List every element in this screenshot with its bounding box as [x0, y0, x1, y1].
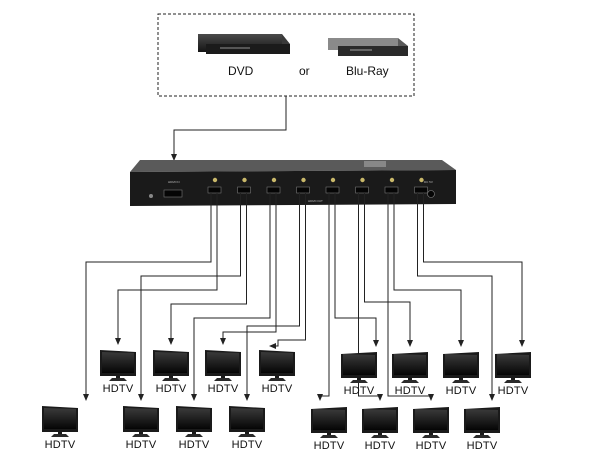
hdtv-display — [495, 352, 531, 383]
hdtv-display — [205, 350, 241, 381]
hdmi-cable — [423, 193, 525, 347]
hdtv-display — [229, 406, 265, 437]
hdmi-cable — [269, 193, 306, 349]
hdtv-display — [311, 407, 347, 438]
hdtv-label: HDTV — [415, 440, 447, 452]
input-cable — [171, 96, 287, 161]
hdtv-label: HDTV — [125, 439, 157, 451]
bluray-label: Blu-Ray — [346, 64, 389, 78]
hdtv-label: HDTV — [445, 385, 477, 397]
output-ports — [207, 177, 428, 194]
hdtv-label: HDTV — [44, 439, 76, 451]
hdtv-label: HDTV — [313, 440, 345, 452]
hdmi-cable — [334, 193, 379, 347]
hdmi-out-port — [325, 177, 340, 194]
hdtv-label: HDTV — [178, 439, 210, 451]
hdmi-cable — [220, 193, 277, 345]
hdmi-in-label: HDMI IN — [168, 180, 180, 184]
hdtv-display — [100, 350, 136, 381]
hdmi-cable — [387, 193, 434, 401]
hdtv-label: HDTV — [466, 440, 498, 452]
hdmi-out-port — [207, 177, 222, 194]
hdmi-cable — [358, 193, 383, 401]
hdtv-label: HDTV — [343, 385, 375, 397]
hdmi-out-label: HDMI OUT — [308, 199, 323, 203]
hdtv-display — [362, 407, 398, 438]
hdtv-display — [123, 406, 159, 437]
output-cables — [83, 193, 525, 401]
power-label: DC 5V — [424, 180, 433, 184]
hdtv-display — [176, 406, 212, 437]
hdtv-label: HDTV — [364, 440, 396, 452]
or-label: or — [299, 64, 310, 78]
hdtv-label: HDTV — [102, 383, 134, 395]
hdmi-out-port — [296, 177, 310, 194]
power-jack — [427, 190, 435, 198]
hdmi-out-port — [384, 177, 399, 194]
hdmi-cable — [393, 193, 464, 347]
hdtv-display — [392, 352, 428, 383]
hdtv-label: HDTV — [207, 383, 239, 395]
hdtv-display — [259, 350, 295, 381]
hdtv-display — [153, 350, 189, 381]
hdtv-display — [464, 407, 500, 438]
hdmi-cable — [115, 193, 218, 345]
dvd-label: DVD — [228, 64, 254, 78]
hdtv-label: HDTV — [155, 383, 187, 395]
hdmi-out-port — [266, 177, 281, 194]
hdtv-display — [42, 406, 78, 437]
bluray-player — [328, 38, 408, 56]
hdtv-label: HDTV — [394, 385, 426, 397]
hdtv-label: HDTV — [261, 383, 293, 395]
hdmi-cable — [417, 193, 495, 401]
hdmi-in-port — [163, 189, 183, 198]
hdmi-cable — [317, 193, 330, 401]
hdmi-cable — [168, 193, 247, 345]
hdmi-out-port — [414, 177, 428, 194]
hdtv-displays — [42, 350, 531, 438]
hdmi-out-port — [237, 177, 251, 194]
hdtv-display — [413, 407, 449, 438]
hdtv-display — [443, 352, 479, 383]
hdmi-cable — [244, 193, 300, 401]
hdmi-cable — [138, 193, 241, 401]
hdtv-label: HDTV — [497, 385, 529, 397]
hdmi-out-port — [355, 177, 369, 194]
hdtv-label: HDTV — [231, 439, 263, 451]
hdtv-display — [341, 352, 377, 383]
hdmi-cable — [364, 193, 413, 347]
dvd-player — [198, 34, 290, 54]
hdmi-cable — [191, 193, 271, 401]
hdmi-cable — [83, 193, 212, 401]
